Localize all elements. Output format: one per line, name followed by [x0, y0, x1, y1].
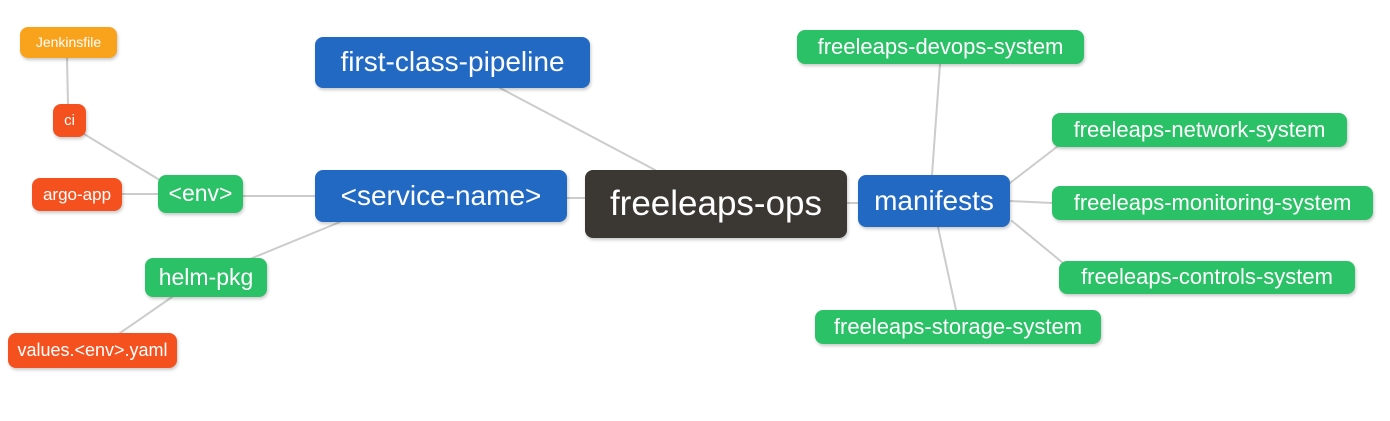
node-first-class-pipeline[interactable]: first-class-pipeline: [315, 37, 590, 88]
node-label-first-class-pipeline: first-class-pipeline: [340, 46, 565, 77]
edge-ci-to-env: [83, 133, 159, 180]
node-ci[interactable]: ci: [53, 104, 86, 137]
node-label-freeleaps-storage-system: freeleaps-storage-system: [833, 313, 1083, 339]
node-label-freeleaps-monitoring-system: freeleaps-monitoring-system: [1073, 189, 1352, 215]
node-freeleaps-network-system[interactable]: freeleaps-network-system: [1052, 113, 1347, 147]
node-label-helm-pkg: helm-pkg: [158, 263, 254, 290]
node-label-manifests: manifests: [874, 184, 994, 216]
node-manifests[interactable]: manifests: [858, 175, 1010, 227]
edge-jenkinsfile-to-ci: [66, 57, 69, 105]
node-label-jenkinsfile: Jenkinsfile: [35, 34, 102, 50]
node-label-argo-app: argo-app: [42, 184, 112, 204]
node-label-freeleaps-devops-system: freeleaps-devops-system: [817, 33, 1064, 59]
node-service-name[interactable]: <service-name>: [315, 170, 567, 222]
node-freeleaps-storage-system[interactable]: freeleaps-storage-system: [815, 310, 1101, 344]
node-label-freeleaps-ops: freeleaps-ops: [609, 184, 823, 223]
node-label-service-name: <service-name>: [340, 179, 542, 211]
node-label-ci: ci: [64, 111, 75, 129]
node-values-env-yaml[interactable]: values.<env>.yaml: [8, 333, 177, 368]
edge-manifests-to-freeleaps-devops-system: [931, 63, 941, 176]
node-argo-app[interactable]: argo-app: [32, 178, 122, 211]
node-label-freeleaps-network-system: freeleaps-network-system: [1073, 116, 1326, 142]
node-jenkinsfile[interactable]: Jenkinsfile: [20, 27, 117, 58]
edge-manifests-to-freeleaps-monitoring-system: [1009, 200, 1053, 204]
edge-helm-pkg-to-service-name: [249, 221, 341, 260]
node-freeleaps-ops[interactable]: freeleaps-ops: [585, 170, 847, 238]
node-helm-pkg[interactable]: helm-pkg: [145, 258, 267, 297]
edge-manifests-to-freeleaps-network-system: [1009, 145, 1059, 184]
node-freeleaps-devops-system[interactable]: freeleaps-devops-system: [797, 30, 1084, 64]
edge-manifests-to-freeleaps-controls-system: [1011, 220, 1064, 264]
node-label-freeleaps-controls-system: freeleaps-controls-system: [1081, 264, 1333, 289]
edge-first-class-pipeline-to-freeleaps-ops: [499, 87, 656, 171]
node-freeleaps-controls-system[interactable]: freeleaps-controls-system: [1059, 261, 1355, 294]
node-env[interactable]: <env>: [158, 175, 243, 213]
node-freeleaps-monitoring-system[interactable]: freeleaps-monitoring-system: [1052, 186, 1373, 220]
edge-helm-pkg-to-values-env-yaml: [119, 296, 173, 334]
edge-manifests-to-freeleaps-storage-system: [937, 226, 957, 311]
node-label-env: <env>: [168, 180, 233, 206]
node-label-values-env-yaml: values.<env>.yaml: [17, 340, 168, 360]
